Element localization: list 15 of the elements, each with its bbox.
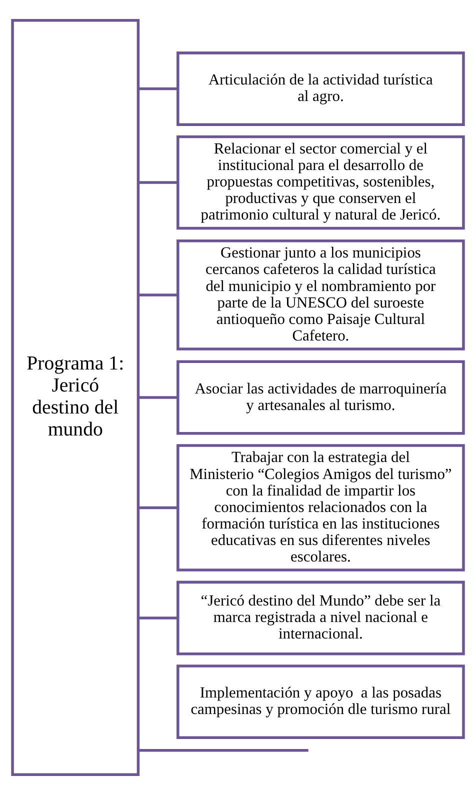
node-box: Trabajar con la estrategia del Ministerio “Colegios Amigos del turismo” con la finalidad de impartir los conocimientos relacionados con la formación turística en las instituciones educativas en sus diferentes niveles escolares. — [176, 444, 465, 571]
node-box: Gestionar junto a los municipios cercanos cafeteros la calidad turística del municipio y el nombramiento por parte de la UNESCO del suroeste antioqueño como Paisaje Cultural Cafetero. — [176, 239, 465, 350]
node-box: Articulación de la actividad turística al agro. — [176, 51, 465, 126]
connector — [138, 748, 308, 752]
connector — [138, 506, 178, 509]
connector — [138, 180, 178, 184]
connector — [138, 293, 178, 296]
node-box: Programa 1: Jericó destino del mundo — [11, 18, 140, 776]
node-box: Asociar las actividades de marroquinería y artesanales al turismo. — [176, 360, 465, 434]
node-box: “Jericó destino del Mundo” debe ser la marca registrada a nivel nacional e internacional. — [176, 580, 465, 655]
connector — [138, 86, 178, 90]
connector — [138, 396, 178, 398]
node-box: Implementación y apoyo a las posadas campesinas y promoción dle turismo rural — [176, 664, 465, 739]
node-box: Relacionar el sector comercial y el institucional para el desarrollo de propuestas competitivas, sostenibles, productivas y que conserven el patrimonio cultural y natural de Jericó. — [176, 134, 465, 230]
connector — [138, 616, 178, 619]
